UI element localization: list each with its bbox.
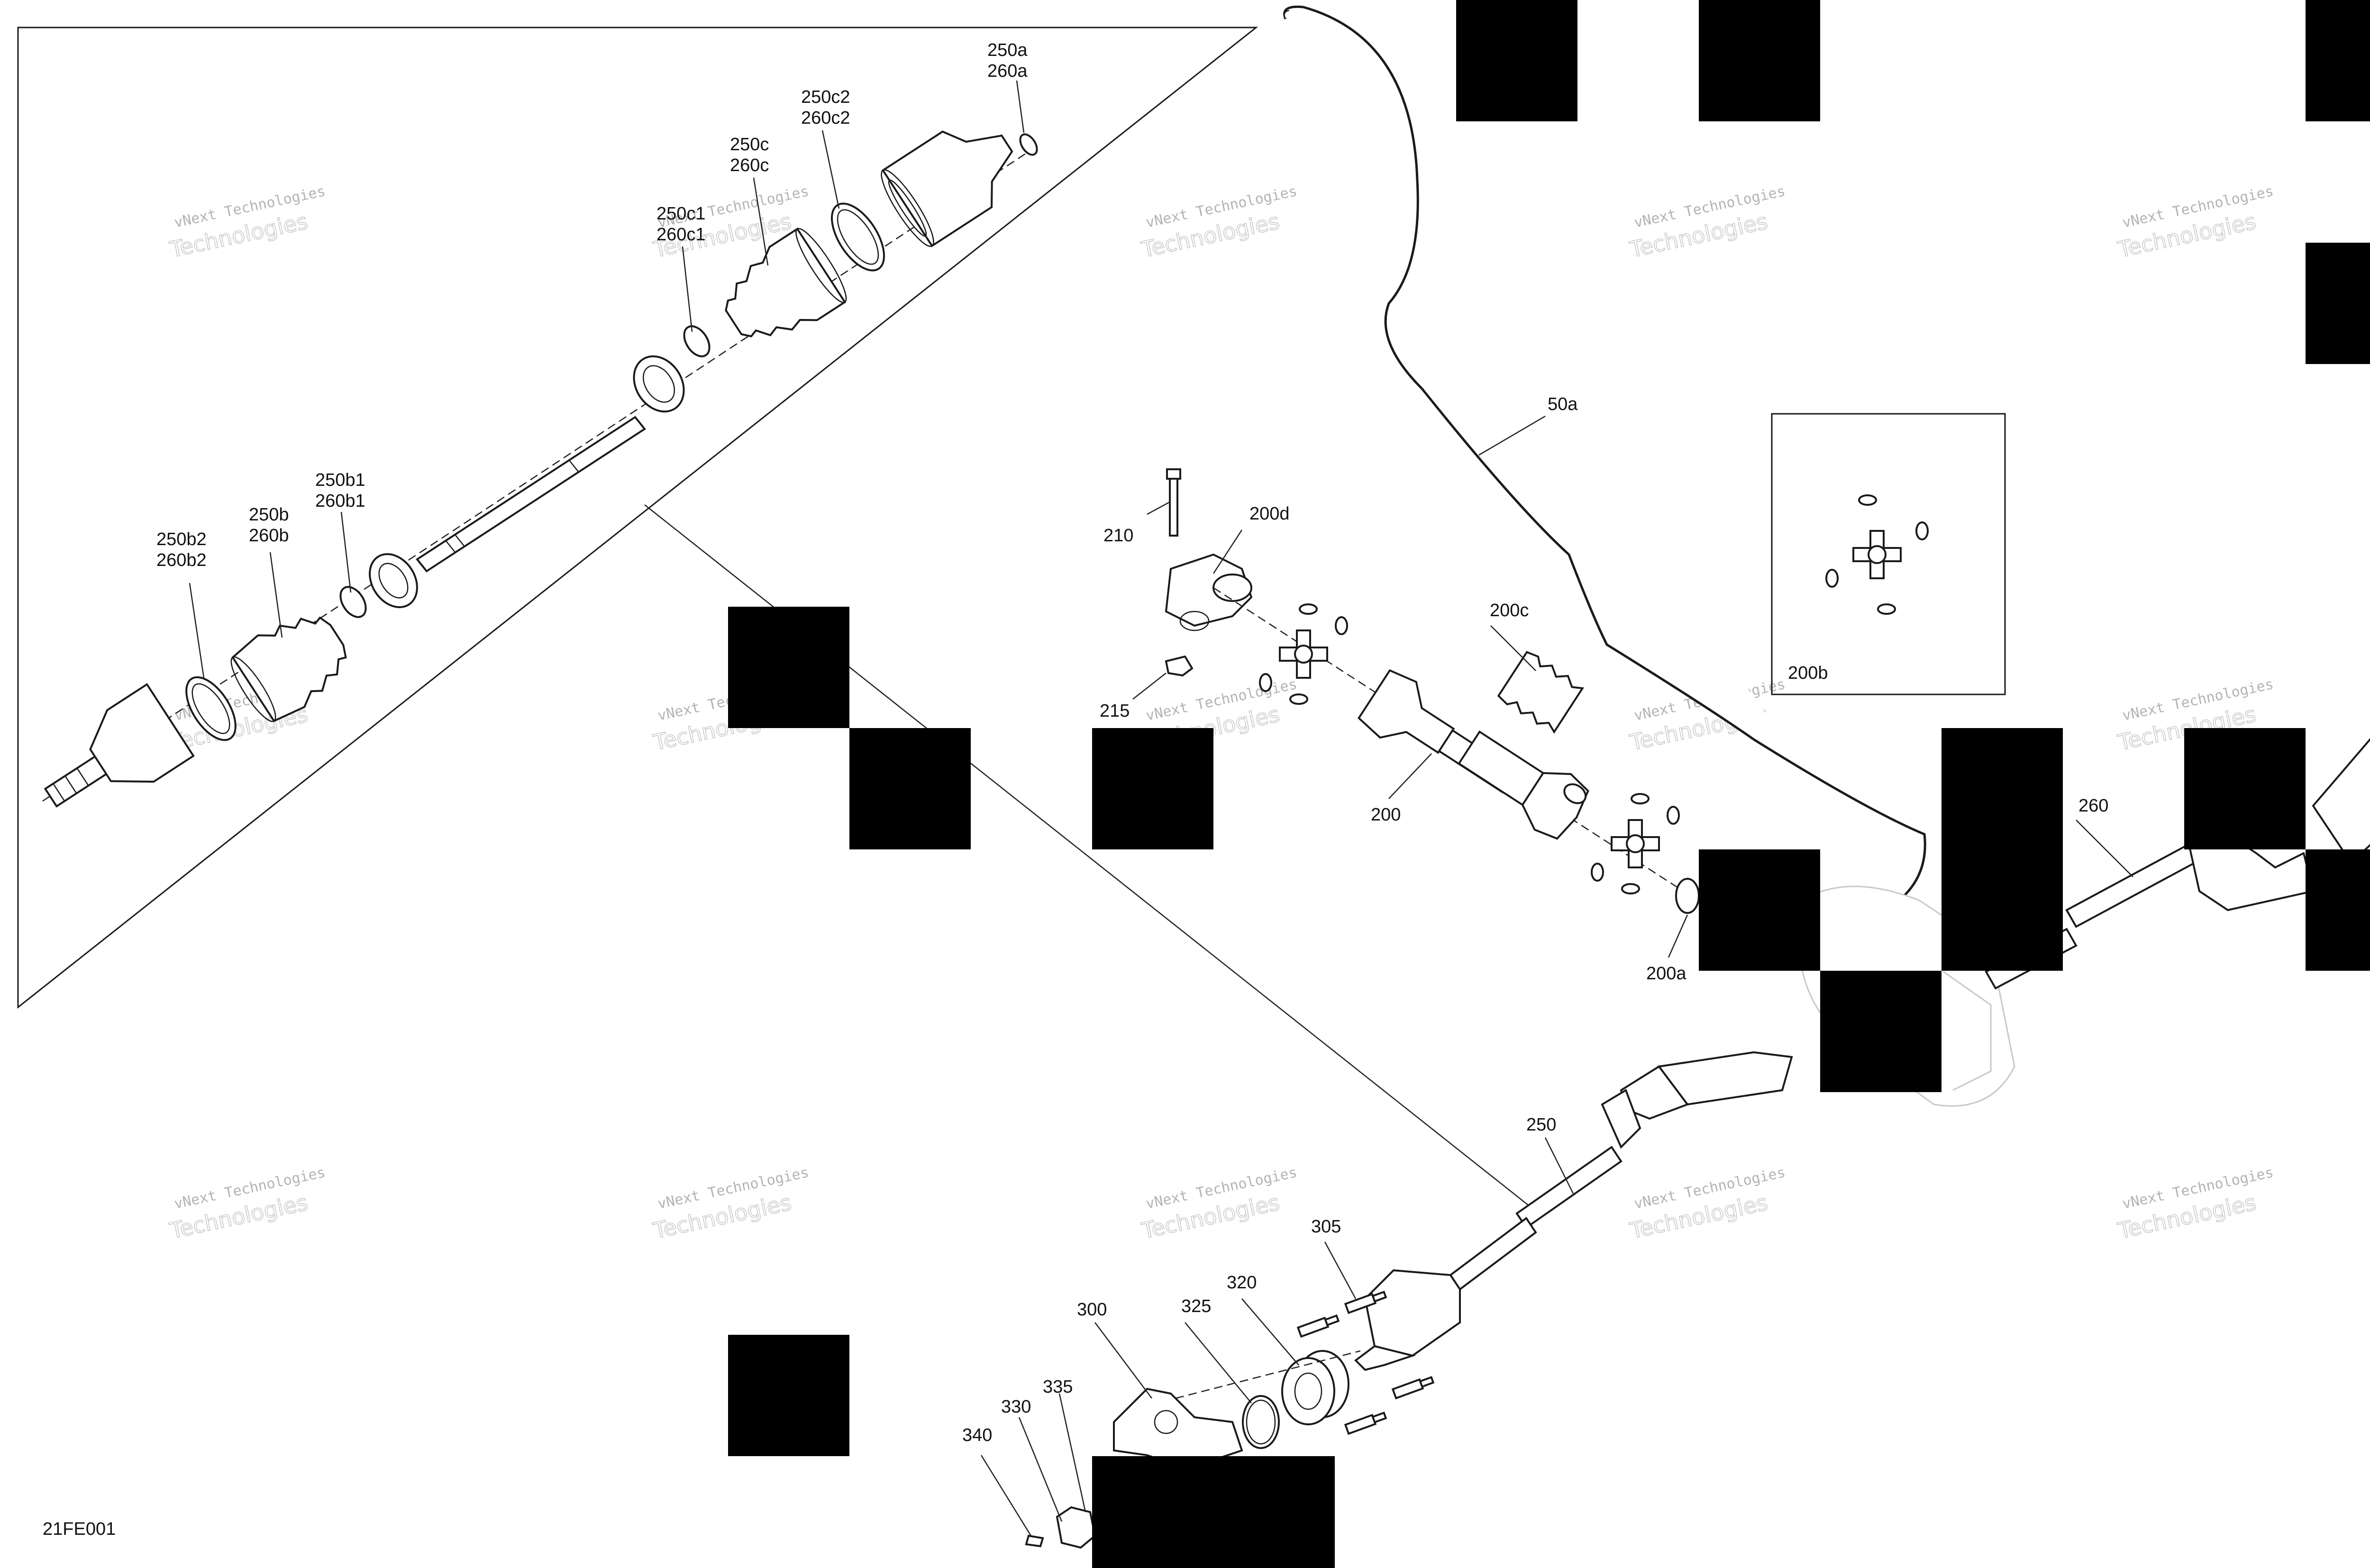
o-ring [1675,878,1700,914]
watermark: vNext Technologies Technologies [1627,1164,1787,1244]
redaction-block [1092,1456,1335,1568]
cotter-pin [1025,1534,1044,1548]
bolt-210 [1166,468,1181,537]
callout-250a: 250a [987,40,1028,60]
redaction-block [1092,728,1213,849]
propeller-shaft-group [1165,468,1702,914]
callout-260b1: 260b1 [315,491,365,511]
left-drive-shaft [1354,1051,1793,1371]
callout-250b2: 250b2 [156,529,207,549]
redaction-block [1942,728,2063,971]
callout-305: 305 [1311,1217,1341,1237]
callout-260b2: 260b2 [156,550,207,570]
watermark: vNext Technologies Technologies [1139,183,1298,263]
upper-large-clamp [831,202,885,272]
callout-260c1: 260c1 [656,225,706,245]
watermark: vNext Technologies Technologies [1627,183,1787,263]
callout-260c2: 260c2 [801,108,850,128]
watermark: vNext Technologies Technologies [167,1164,327,1244]
callout-200a: 200a [1646,964,1686,984]
redaction-block [849,728,971,849]
callout-250b1: 250b1 [315,470,365,490]
redaction-block [1699,0,1820,121]
callout-250c1: 250c1 [656,204,706,224]
callout-250c2: 250c2 [801,87,850,107]
redaction-blocks [728,0,2370,1568]
u-joint-front [1259,603,1348,705]
callout-200d: 200d [1249,504,1290,524]
redaction-block [1699,849,1820,971]
u-joint-kit-inset [1771,413,2006,695]
inner-boot [725,228,847,337]
inner-cv-cage [633,355,685,413]
exploded-drive-shaft [42,130,1038,808]
outer-boot [230,616,347,722]
callout-260b: 260b [249,526,289,546]
circlip [1019,133,1038,156]
redaction-block [1820,971,1942,1092]
watermark: vNext Technologies Technologies [650,1164,810,1244]
callout-330: 330 [1001,1397,1031,1417]
outer-cv-joint [44,683,195,808]
callout-300: 300 [1077,1300,1107,1320]
redaction-block [2306,0,2370,121]
nut-215 [1165,655,1194,677]
watermark: vNext Technologies Technologies [1139,1164,1298,1244]
redaction-block [2306,243,2370,364]
callout-250c: 250c [730,135,769,155]
propeller-tube [1458,730,1589,840]
bolt-305a [1344,1290,1387,1314]
callout-200c: 200c [1490,601,1529,620]
bolt-305b [1296,1314,1340,1338]
callout-200: 200 [1371,805,1401,825]
leader-lines [189,80,2133,1536]
upper-small-clamp [683,325,711,357]
vent-hose [1283,5,1926,904]
callout-200b: 200b [1788,663,1828,683]
watermark: vNext Technologies Technologies [167,183,327,263]
inner-cv-housing [881,130,1013,247]
watermark: vNext Technologies Technologies [2115,1164,2275,1244]
callout-335: 335 [1043,1377,1073,1397]
redaction-block [728,1335,849,1456]
callout-215: 215 [1100,701,1130,721]
callout-320: 320 [1227,1273,1257,1293]
wheel-bearing [1281,1350,1349,1425]
u-joint-rear [1591,793,1680,894]
callout-250: 250 [1526,1115,1556,1135]
detail-frame [17,27,1258,1009]
watermark: vNext Technologies Technologies [2115,183,2275,263]
callout-325: 325 [1181,1296,1211,1316]
knuckle [1113,1387,1243,1466]
callout-260c: 260c [730,155,769,175]
callout-260a: 260a [987,61,1028,81]
redaction-block [2184,728,2306,849]
bolt-305c [1391,1376,1435,1400]
diagram-id: 21FE001 [43,1519,116,1539]
redaction-block [2306,849,2370,971]
hub-nut [1056,1506,1096,1549]
callout-260: 260 [2078,796,2108,816]
front-yoke [1165,553,1253,631]
propeller-boot [1497,651,1585,734]
snap-ring [1242,1395,1280,1449]
callout-labels: 250a 260a 250c2 260c2 250c 260c 250c1 26… [43,40,2108,1539]
callout-340: 340 [962,1425,992,1445]
callout-50a: 50a [1548,394,1578,414]
redaction-block [728,607,849,728]
callout-210: 210 [1103,526,1133,546]
axle-shaft [416,416,646,573]
knuckle-group [1025,1290,1435,1549]
large-clamp [185,676,237,741]
cv-cage [369,553,418,608]
redaction-block [1456,0,1577,121]
small-clamp [339,586,367,618]
bolt-305d [1344,1411,1387,1435]
callout-250b: 250b [249,505,289,525]
